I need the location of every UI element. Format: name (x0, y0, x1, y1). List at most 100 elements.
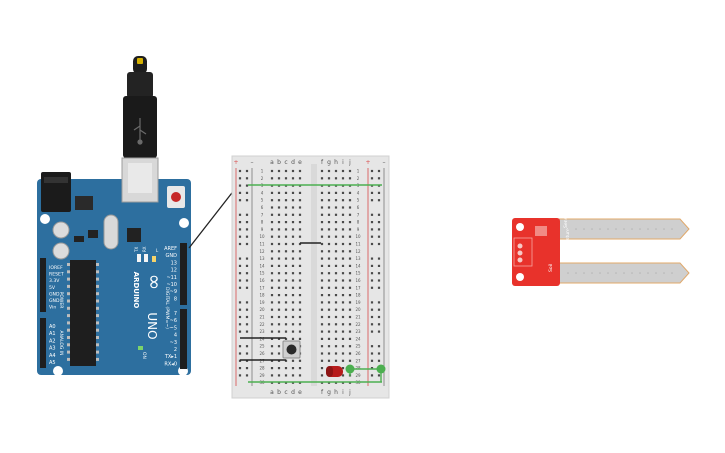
breadboard-hole[interactable] (277, 308, 281, 311)
breadboard-hole[interactable] (327, 337, 331, 340)
breadboard-hole[interactable] (327, 272, 331, 275)
breadboard-hole[interactable] (270, 242, 274, 246)
breadboard-hole[interactable] (334, 330, 338, 333)
rail-hole[interactable] (245, 242, 249, 246)
rail-hole[interactable] (370, 301, 374, 304)
breadboard-hole[interactable] (341, 345, 345, 348)
rail-hole[interactable] (238, 191, 242, 194)
breadboard-hole[interactable] (320, 381, 324, 384)
breadboard-hole[interactable] (291, 250, 295, 253)
rail-hole[interactable] (377, 177, 381, 180)
breadboard-hole[interactable] (277, 213, 281, 216)
breadboard-hole[interactable] (348, 235, 352, 238)
rail-hole[interactable] (377, 213, 381, 216)
breadboard-hole[interactable] (334, 308, 338, 311)
breadboard-hole[interactable] (348, 381, 352, 384)
breadboard-hole[interactable] (327, 264, 331, 267)
breadboard-hole[interactable] (284, 169, 288, 173)
breadboard-hole[interactable] (270, 221, 274, 224)
breadboard-hole[interactable] (341, 294, 345, 297)
breadboard-hole[interactable] (320, 352, 324, 355)
breadboard-hole[interactable] (277, 301, 281, 304)
breadboard-hole[interactable] (348, 315, 352, 319)
wire-endpoint[interactable] (376, 364, 386, 374)
breadboard-hole[interactable] (277, 264, 281, 267)
breadboard-hole[interactable] (334, 257, 338, 260)
breadboard-hole[interactable] (334, 177, 338, 180)
breadboard-hole[interactable] (284, 294, 288, 297)
breadboard-hole[interactable] (298, 272, 302, 275)
breadboard-hole[interactable] (320, 264, 324, 267)
rail-hole[interactable] (377, 286, 381, 289)
breadboard-hole[interactable] (327, 191, 331, 194)
rail-hole[interactable] (245, 345, 249, 348)
breadboard-hole[interactable] (320, 337, 324, 340)
breadboard-hole[interactable] (298, 264, 302, 267)
breadboard-hole[interactable] (277, 381, 281, 384)
rail-hole[interactable] (370, 228, 374, 231)
rail-hole[interactable] (370, 308, 374, 311)
rail-hole[interactable] (245, 235, 249, 238)
breadboard-hole[interactable] (284, 199, 288, 202)
rail-hole[interactable] (245, 308, 249, 311)
breadboard-hole[interactable] (270, 206, 274, 209)
breadboard-hole[interactable] (320, 330, 324, 333)
breadboard-hole[interactable] (327, 381, 331, 384)
breadboard-hole[interactable] (291, 359, 295, 362)
breadboard-hole[interactable] (327, 301, 331, 304)
breadboard-hole[interactable] (270, 250, 274, 253)
breadboard-hole[interactable] (291, 381, 295, 384)
rail-hole[interactable] (377, 308, 381, 311)
breadboard-hole[interactable] (327, 206, 331, 209)
breadboard-hole[interactable] (298, 279, 302, 282)
breadboard-hole[interactable] (334, 272, 338, 275)
breadboard-hole[interactable] (320, 250, 324, 253)
breadboard-hole[interactable] (298, 221, 302, 224)
breadboard-hole[interactable] (277, 315, 281, 319)
breadboard-hole[interactable] (341, 221, 345, 224)
breadboard-hole[interactable] (298, 294, 302, 297)
breadboard-hole[interactable] (320, 228, 324, 231)
breadboard-hole[interactable] (320, 367, 324, 370)
breadboard-hole[interactable] (284, 330, 288, 333)
breadboard-hole[interactable] (320, 213, 324, 216)
rail-hole[interactable] (377, 323, 381, 326)
breadboard-hole[interactable] (320, 286, 324, 289)
rail-hole[interactable] (370, 272, 374, 275)
breadboard-hole[interactable] (341, 323, 345, 326)
breadboard-hole[interactable] (348, 242, 352, 246)
rail-hole[interactable] (377, 235, 381, 238)
breadboard-hole[interactable] (270, 264, 274, 267)
breadboard-hole[interactable] (320, 177, 324, 180)
breadboard-hole[interactable] (277, 177, 281, 180)
rail-hole[interactable] (370, 264, 374, 267)
breadboard-hole[interactable] (291, 367, 295, 370)
breadboard-hole[interactable] (270, 213, 274, 216)
breadboard-hole[interactable] (298, 315, 302, 319)
breadboard-hole[interactable] (334, 221, 338, 224)
rail-hole[interactable] (238, 345, 242, 348)
breadboard-hole[interactable] (291, 301, 295, 304)
breadboard-hole[interactable] (284, 315, 288, 319)
breadboard-hole[interactable] (334, 323, 338, 326)
soil-moisture-sensor[interactable]: Soil Moisture Sensor (512, 212, 690, 286)
breadboard-hole[interactable] (284, 177, 288, 180)
breadboard-hole[interactable] (334, 264, 338, 267)
rail-hole[interactable] (238, 286, 242, 289)
usb-cable[interactable] (123, 56, 157, 158)
rail-hole[interactable] (238, 221, 242, 224)
breadboard-hole[interactable] (327, 323, 331, 326)
breadboard-hole[interactable] (320, 169, 324, 173)
breadboard-hole[interactable] (277, 286, 281, 289)
rail-hole[interactable] (370, 323, 374, 326)
rail-hole[interactable] (245, 257, 249, 260)
breadboard-hole[interactable] (284, 381, 288, 384)
rail-hole[interactable] (370, 279, 374, 282)
breadboard-hole[interactable] (298, 206, 302, 209)
breadboard-hole[interactable] (334, 250, 338, 253)
breadboard-hole[interactable] (334, 286, 338, 289)
breadboard-hole[interactable] (348, 264, 352, 267)
rail-hole[interactable] (245, 279, 249, 282)
breadboard-hole[interactable] (284, 359, 288, 362)
